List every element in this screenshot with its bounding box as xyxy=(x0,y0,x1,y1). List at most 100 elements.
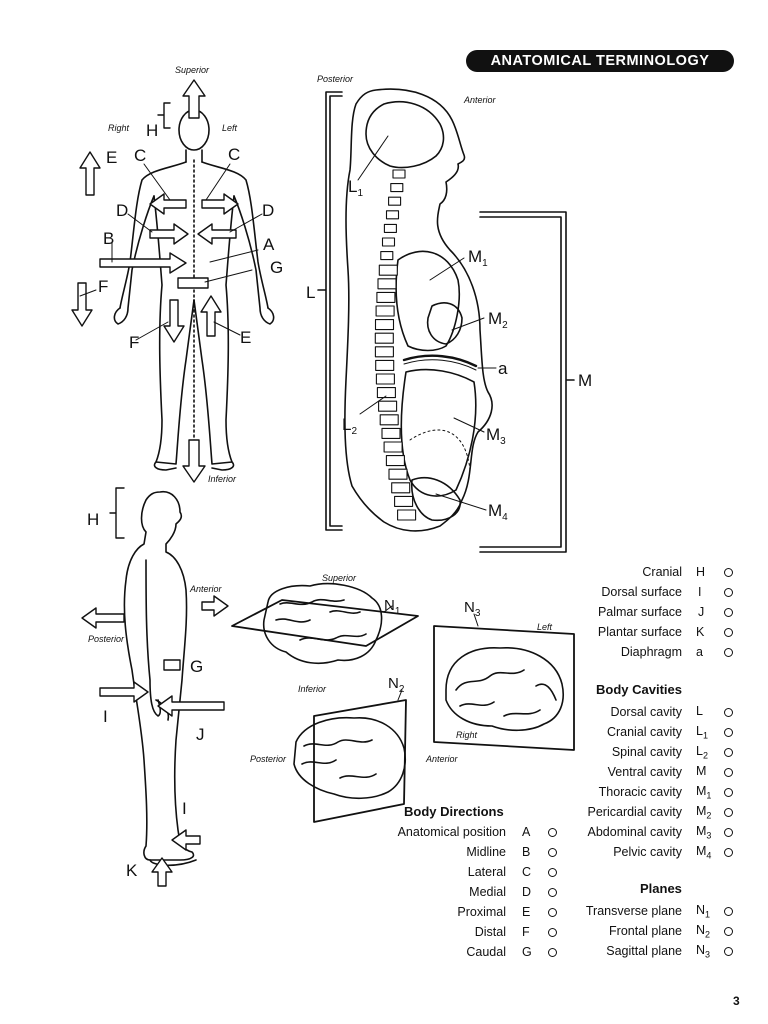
key-term: Ventral cavity xyxy=(607,765,682,779)
key-code: L2 xyxy=(696,743,708,761)
key-code: M2 xyxy=(696,803,712,821)
key-term: Spinal cavity xyxy=(611,745,682,759)
check-circle[interactable] xyxy=(724,587,733,597)
body-cavities-heading: Body Cavities xyxy=(596,682,682,697)
key-term: Distal xyxy=(474,925,506,939)
front-label-c-left: C xyxy=(134,146,146,165)
label-m1: M1 xyxy=(468,247,488,269)
planes-labels: Superior Inferior Left Right Posterior A… xyxy=(250,573,553,764)
key-row: Medial D xyxy=(360,882,560,902)
key-code: M4 xyxy=(696,843,712,861)
side-label-j: J xyxy=(196,725,205,744)
key-term: Proximal xyxy=(457,905,506,919)
key-code: B xyxy=(522,845,531,859)
vertebra xyxy=(375,373,395,385)
planes-anterior-label: Anterior xyxy=(425,754,459,764)
key-row-palmar-surface: Palmar surface J xyxy=(540,602,736,622)
check-circle[interactable] xyxy=(724,607,733,617)
vertebra xyxy=(374,332,394,344)
check-circle[interactable] xyxy=(548,867,557,877)
vertebra xyxy=(375,359,395,371)
vertebra xyxy=(380,251,394,261)
label-n1: N1 xyxy=(384,597,401,617)
vertebra xyxy=(374,319,395,331)
side-posterior-label: Posterior xyxy=(88,634,125,644)
side-label-g: G xyxy=(190,657,203,676)
vertebra xyxy=(397,509,417,521)
page-number: 3 xyxy=(733,994,740,1008)
body-directions-heading: Body Directions xyxy=(404,804,504,819)
check-circle[interactable] xyxy=(724,767,733,777)
key-code: M1 xyxy=(696,783,712,801)
transverse-plane-brain xyxy=(231,582,419,665)
check-circle[interactable] xyxy=(548,887,557,897)
vertebra xyxy=(394,495,414,507)
check-circle[interactable] xyxy=(548,947,557,957)
label-m: M xyxy=(578,371,592,390)
key-term: Frontal plane xyxy=(609,924,682,938)
check-circle[interactable] xyxy=(724,827,733,837)
front-superior-label: Superior xyxy=(175,65,210,75)
check-circle[interactable] xyxy=(724,847,733,857)
front-inferior-label: Inferior xyxy=(208,474,237,484)
label-l: L xyxy=(306,283,315,302)
check-circle[interactable] xyxy=(548,847,557,857)
vertebra xyxy=(379,414,399,426)
key-code: A xyxy=(522,825,531,839)
key-code: D xyxy=(522,885,532,899)
key-row-dorsal-surface: Dorsal surface I xyxy=(540,582,736,602)
front-label-d-left: D xyxy=(116,201,128,220)
check-circle[interactable] xyxy=(724,787,733,797)
vertebra xyxy=(378,264,398,276)
vertebra xyxy=(381,237,396,247)
label-l2: L2 xyxy=(342,415,357,437)
check-circle[interactable] xyxy=(548,927,557,937)
vertebra xyxy=(374,346,394,358)
key-term: Transverse plane xyxy=(585,904,682,918)
front-label-d-right: D xyxy=(262,201,274,220)
label-m3: M3 xyxy=(486,425,506,447)
key-row-diaphragm: Diaphragm a xyxy=(540,642,736,662)
vertebra xyxy=(377,278,397,290)
key-term: Abdominal cavity xyxy=(587,825,683,839)
vertebra xyxy=(390,183,404,193)
front-left-label: Left xyxy=(222,123,238,133)
frontal-plane-brain xyxy=(293,699,407,823)
check-circle[interactable] xyxy=(548,827,557,837)
check-circle[interactable] xyxy=(724,747,733,757)
check-circle[interactable] xyxy=(724,627,733,637)
key-code: N2 xyxy=(696,922,711,940)
check-circle[interactable] xyxy=(724,946,733,956)
check-circle[interactable] xyxy=(724,647,733,657)
key-code: L1 xyxy=(696,723,708,741)
check-circle[interactable] xyxy=(724,727,733,737)
key-row: Frontal plane N2 xyxy=(540,921,736,941)
sagittal-brackets xyxy=(317,91,575,553)
check-circle[interactable] xyxy=(724,906,733,916)
check-circle[interactable] xyxy=(724,567,733,577)
front-label-e-top: E xyxy=(106,148,117,167)
planes-heading: Planes xyxy=(640,881,682,896)
check-circle[interactable] xyxy=(548,907,557,917)
key-term: Anatomical position xyxy=(397,825,506,839)
planes-leader-lines xyxy=(383,605,479,701)
front-label-f-right: F xyxy=(98,277,108,296)
key-term: Sagittal plane xyxy=(606,944,682,958)
vertebra xyxy=(385,210,400,220)
check-circle[interactable] xyxy=(724,707,733,717)
sagittal-anterior-label: Anterior xyxy=(463,95,497,105)
key-code: L xyxy=(696,703,703,718)
front-label-e-bottom: E xyxy=(240,328,251,347)
check-circle[interactable] xyxy=(724,807,733,817)
front-direction-arrows xyxy=(71,79,239,483)
check-circle[interactable] xyxy=(724,926,733,936)
sagittal-labels: Posterior Anterior L L1 L2 M1 M2 a M3 M4… xyxy=(306,74,592,523)
key-term: Medial xyxy=(469,885,506,899)
vertebra xyxy=(376,291,396,303)
key-code: N1 xyxy=(696,902,711,920)
sagittal-section-figure xyxy=(344,88,493,532)
